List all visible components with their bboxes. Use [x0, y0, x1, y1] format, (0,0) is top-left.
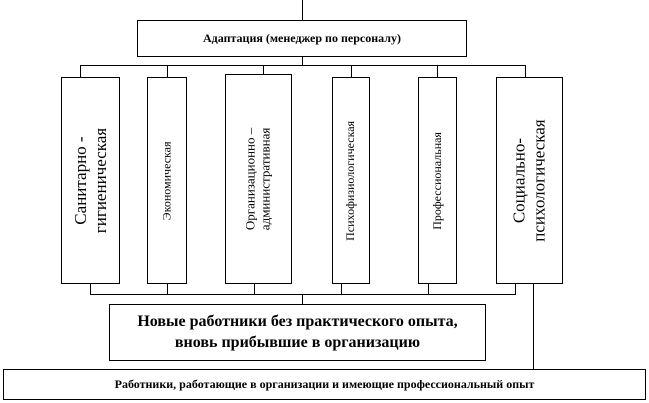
- type-box-economic: Экономическая: [147, 77, 187, 284]
- adaptation-label: Адаптация (менеджер по персоналу): [203, 31, 401, 45]
- connector: [80, 65, 81, 77]
- connector: [90, 284, 91, 294]
- connector: [302, 294, 303, 304]
- experienced-workers-box: Работники, работающие в организации и им…: [3, 369, 646, 400]
- type-label: психологическая: [529, 119, 549, 242]
- type-box-sanitary: Санитарно -гигиеническая: [61, 77, 120, 284]
- type-box-psychophysiological: Психофизиологическая: [332, 77, 370, 284]
- connector: [90, 294, 516, 295]
- adaptation-box: Адаптация (менеджер по персоналу): [137, 20, 467, 57]
- connector: [254, 284, 255, 294]
- type-label: Санитарно -: [70, 136, 90, 225]
- experienced-workers-label: Работники, работающие в организации и им…: [114, 377, 535, 391]
- type-box-professional: Профессиональная: [418, 77, 457, 284]
- type-label: Организационно –: [242, 127, 258, 231]
- type-box-organizational: Организационно –административная: [225, 74, 292, 284]
- type-label: Профессиональная: [429, 131, 444, 230]
- new-workers-label: Новые работники без практического опыта,: [137, 312, 458, 330]
- type-label: административная: [257, 127, 273, 231]
- new-workers-label: вновь прибывшие в организацию: [174, 333, 421, 351]
- connector: [302, 57, 303, 65]
- type-label: Социально-: [509, 137, 529, 224]
- connector: [351, 65, 352, 77]
- connector: [302, 0, 303, 20]
- type-box-socio-psychological: Социально-психологическая: [496, 77, 563, 284]
- connector: [525, 65, 526, 77]
- type-label: Экономическая: [159, 141, 174, 220]
- connector: [341, 284, 342, 294]
- connector: [515, 284, 516, 294]
- connector: [263, 65, 264, 74]
- connector: [533, 284, 534, 369]
- type-label: гигиеническая: [90, 127, 110, 234]
- type-label: Психофизиологическая: [343, 120, 358, 241]
- new-workers-box: Новые работники без практического опыта,…: [109, 304, 486, 361]
- connector: [167, 284, 168, 294]
- connector: [167, 65, 168, 77]
- connector: [80, 65, 526, 66]
- connector: [428, 284, 429, 294]
- connector: [437, 65, 438, 77]
